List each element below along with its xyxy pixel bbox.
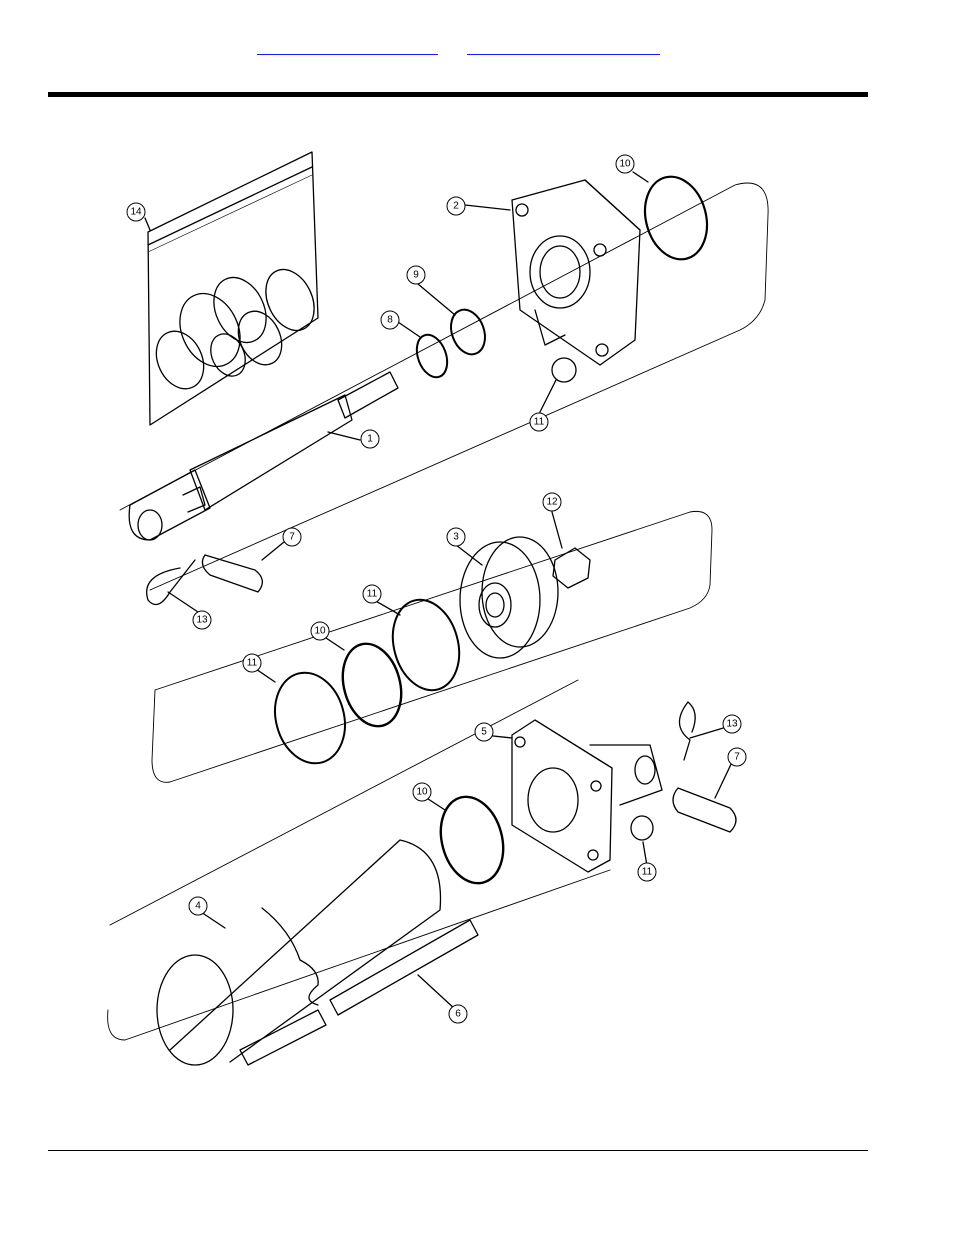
guide-band-upper [120,183,768,590]
ring-8 [411,331,452,382]
exploded-view-diagram: 14 2 10 9 8 11 1 12 7 3 13 11 10 11 5 13… [100,140,780,1080]
piston [460,537,558,658]
callout-12-label: 12 [546,497,558,508]
callout-13-left-label: 13 [196,615,208,626]
piston-rod [129,372,398,540]
guide-band-lower [108,680,610,1040]
callout-11-mid-label: 11 [367,589,378,600]
nut-top [552,358,576,382]
rod-end-cap [512,180,640,365]
callout-7-right-label: 7 [734,752,740,763]
callout-3-label: 3 [453,532,459,543]
callout-1-label: 1 [367,434,373,445]
callout-11-top-label: 11 [534,417,545,428]
callout-11-low-label: 11 [247,658,258,669]
header-links [0,40,954,60]
callout-10-top-label: 10 [619,159,631,170]
nut-12 [553,548,590,588]
callout-9-label: 9 [413,270,419,281]
header-rule [48,92,868,97]
callout-2-label: 2 [453,201,459,212]
callout-5-label: 5 [481,727,487,738]
base-end-cap [512,720,662,872]
barrel-tube [157,840,441,1065]
callout-6-label: 6 [455,1009,461,1020]
callout-13-right-label: 13 [726,719,738,730]
hair-pin-left [147,560,195,605]
o-ring-lower [432,790,513,891]
callout-14-label: 14 [130,207,142,218]
tie-rod-upper [330,920,478,1015]
nut-bottom [631,816,653,840]
o-ring-top [636,170,716,267]
wear-ring-upper [383,592,469,697]
hair-pin-right [679,702,695,760]
callout-8-label: 8 [387,315,393,326]
callout-7-left-label: 7 [289,532,295,543]
pin-right [673,788,736,832]
pin-left [202,555,262,592]
callout-11-bottom-label: 11 [642,867,653,878]
footer-rule [48,1150,868,1151]
callout-10-low-label: 10 [416,787,428,798]
seal-kit-bag [147,152,323,425]
header-link-2[interactable] [467,40,660,55]
callout-4-label: 4 [195,901,201,912]
header-link-1[interactable] [257,40,438,55]
tie-rod-lower [240,1010,326,1065]
callout-10-mid-label: 10 [314,626,326,637]
hydraulic-cylinder-drawing: 14 2 10 9 8 11 1 12 7 3 13 11 10 11 5 13… [100,140,780,1080]
wear-ring-lower [265,665,354,771]
